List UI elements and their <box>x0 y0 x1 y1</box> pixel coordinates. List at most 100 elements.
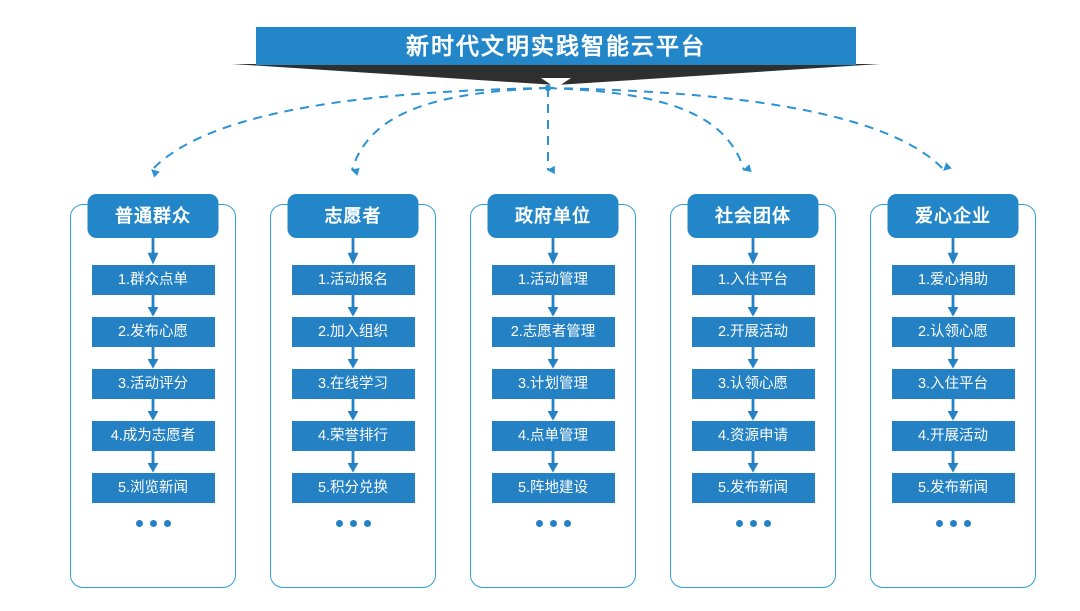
flow-arrow-icon <box>747 399 759 421</box>
ellipsis-dot <box>163 520 171 527</box>
role-column-header-5[interactable]: 爱心企业 <box>887 194 1019 238</box>
role-item[interactable]: 3.入住平台 <box>891 369 1015 399</box>
role-item-label: 2.加入组织 <box>317 323 389 340</box>
role-item[interactable]: 3.认领心愿 <box>691 369 815 399</box>
flow-arrow-icon <box>147 347 159 369</box>
role-item[interactable]: 1.群众点单 <box>91 265 215 295</box>
role-item[interactable]: 3.活动评分 <box>91 369 215 399</box>
connector-hub <box>544 84 552 92</box>
role-item-label: 3.认领心愿 <box>717 375 789 392</box>
role-item[interactable]: 2.志愿者管理 <box>491 317 615 347</box>
role-item[interactable]: 4.荣誉排行 <box>291 421 415 451</box>
ellipsis-dot <box>335 520 343 527</box>
title-ribbon-shadow <box>232 64 880 88</box>
role-column-title: 政府单位 <box>515 206 591 226</box>
ellipsis-dot <box>735 520 743 527</box>
role-column-header-3[interactable]: 政府单位 <box>487 194 619 238</box>
role-item[interactable]: 2.开展活动 <box>691 317 815 347</box>
ellipsis-dot <box>149 520 157 527</box>
flow-arrow-icon <box>747 238 759 265</box>
role-column-header-2[interactable]: 志愿者 <box>287 194 419 238</box>
role-item[interactable]: 2.加入组织 <box>291 317 415 347</box>
role-item[interactable]: 5.浏览新闻 <box>91 473 215 503</box>
role-item[interactable]: 4.资源申请 <box>691 421 815 451</box>
more-items-ellipsis[interactable] <box>935 520 971 527</box>
flow-arrow-icon <box>747 295 759 317</box>
ellipsis-dot <box>949 520 957 527</box>
role-item-label: 1.活动报名 <box>317 271 389 288</box>
more-items-ellipsis[interactable] <box>335 520 371 527</box>
platform-title-banner: 新时代文明实践智能云平台 <box>256 27 856 65</box>
role-column-title: 社会团体 <box>715 206 791 226</box>
role-item[interactable]: 1.活动管理 <box>491 265 615 295</box>
role-column-5: 爱心企业 1.爱心捐助 2.认领心愿 3.入住平台 4.开展活动 5.发布新闻 <box>870 194 1036 589</box>
connector-to-column-1 <box>151 87 549 178</box>
role-item[interactable]: 3.在线学习 <box>291 369 415 399</box>
role-column-header-1[interactable]: 普通群众 <box>87 194 219 238</box>
role-item-label: 3.计划管理 <box>517 375 589 392</box>
more-items-ellipsis[interactable] <box>535 520 571 527</box>
ellipsis-dot <box>349 520 357 527</box>
role-item[interactable]: 5.发布新闻 <box>891 473 1015 503</box>
role-item-label: 3.活动评分 <box>117 375 189 392</box>
more-items-ellipsis[interactable] <box>735 520 771 527</box>
role-item-label: 2.发布心愿 <box>117 323 189 340</box>
ellipsis-dot <box>935 520 943 527</box>
role-item[interactable]: 1.活动报名 <box>291 265 415 295</box>
role-column-title: 普通群众 <box>115 206 191 226</box>
flow-arrow-icon <box>547 347 559 369</box>
role-item-label: 4.荣誉排行 <box>317 427 389 444</box>
role-item-label: 4.点单管理 <box>517 427 589 444</box>
role-column-body: 1.爱心捐助 2.认领心愿 3.入住平台 4.开展活动 5.发布新闻 <box>871 238 1035 589</box>
role-item-label: 5.阵地建设 <box>517 479 589 496</box>
role-item[interactable]: 5.阵地建设 <box>491 473 615 503</box>
role-item[interactable]: 4.开展活动 <box>891 421 1015 451</box>
role-item[interactable]: 5.积分兑换 <box>291 473 415 503</box>
role-column-1: 普通群众 1.群众点单 2.发布心愿 3.活动评分 4.成为志愿者 5.浏览新闻 <box>70 194 236 588</box>
role-column-body: 1.入住平台 2.开展活动 3.认领心愿 4.资源申请 5.发布新闻 <box>671 238 835 589</box>
role-item[interactable]: 4.点单管理 <box>491 421 615 451</box>
role-column-body: 1.活动报名 2.加入组织 3.在线学习 4.荣誉排行 5.积分兑换 <box>271 238 435 589</box>
flow-arrow-icon <box>347 295 359 317</box>
ellipsis-dot <box>963 520 971 527</box>
flow-arrow-icon <box>347 399 359 421</box>
role-item[interactable]: 2.发布心愿 <box>91 317 215 347</box>
role-item[interactable]: 1.爱心捐助 <box>891 265 1015 295</box>
role-item-label: 1.入住平台 <box>717 271 789 288</box>
role-item-label: 5.发布新闻 <box>717 479 789 496</box>
role-column-body: 1.活动管理 2.志愿者管理 3.计划管理 4.点单管理 5.阵地建设 <box>471 238 635 589</box>
more-items-ellipsis[interactable] <box>135 520 171 527</box>
flow-arrow-icon <box>947 347 959 369</box>
role-item-label: 2.开展活动 <box>717 323 789 340</box>
role-item-label: 5.发布新闻 <box>917 479 989 496</box>
role-column-title: 爱心企业 <box>915 206 991 226</box>
role-item-label: 1.爱心捐助 <box>917 271 989 288</box>
role-item-label: 2.志愿者管理 <box>510 323 596 340</box>
flow-arrow-icon <box>147 399 159 421</box>
flow-arrow-icon <box>547 238 559 265</box>
flow-arrow-icon <box>947 399 959 421</box>
role-item[interactable]: 3.计划管理 <box>491 369 615 399</box>
ellipsis-dot <box>135 520 143 527</box>
role-item[interactable]: 4.成为志愿者 <box>91 421 215 451</box>
flow-arrow-icon <box>347 347 359 369</box>
role-item-label: 3.入住平台 <box>917 375 989 392</box>
role-item[interactable]: 2.认领心愿 <box>891 317 1015 347</box>
role-item[interactable]: 1.入住平台 <box>691 265 815 295</box>
connector-to-column-5 <box>547 87 952 171</box>
ellipsis-dot <box>763 520 771 527</box>
role-item-label: 5.浏览新闻 <box>117 479 189 496</box>
role-item-label: 4.资源申请 <box>717 427 789 444</box>
role-item[interactable]: 5.发布新闻 <box>691 473 815 503</box>
role-column-3: 政府单位 1.活动管理 2.志愿者管理 3.计划管理 4.点单管理 5.阵地建设 <box>470 194 636 589</box>
role-item-label: 1.群众点单 <box>117 271 189 288</box>
role-column-header-4[interactable]: 社会团体 <box>687 194 819 238</box>
flow-arrow-icon <box>947 295 959 317</box>
ellipsis-dot <box>563 520 571 527</box>
ellipsis-dot <box>535 520 543 527</box>
flow-arrow-icon <box>747 347 759 369</box>
flow-arrow-icon <box>147 238 159 265</box>
flow-arrow-icon <box>147 295 159 317</box>
